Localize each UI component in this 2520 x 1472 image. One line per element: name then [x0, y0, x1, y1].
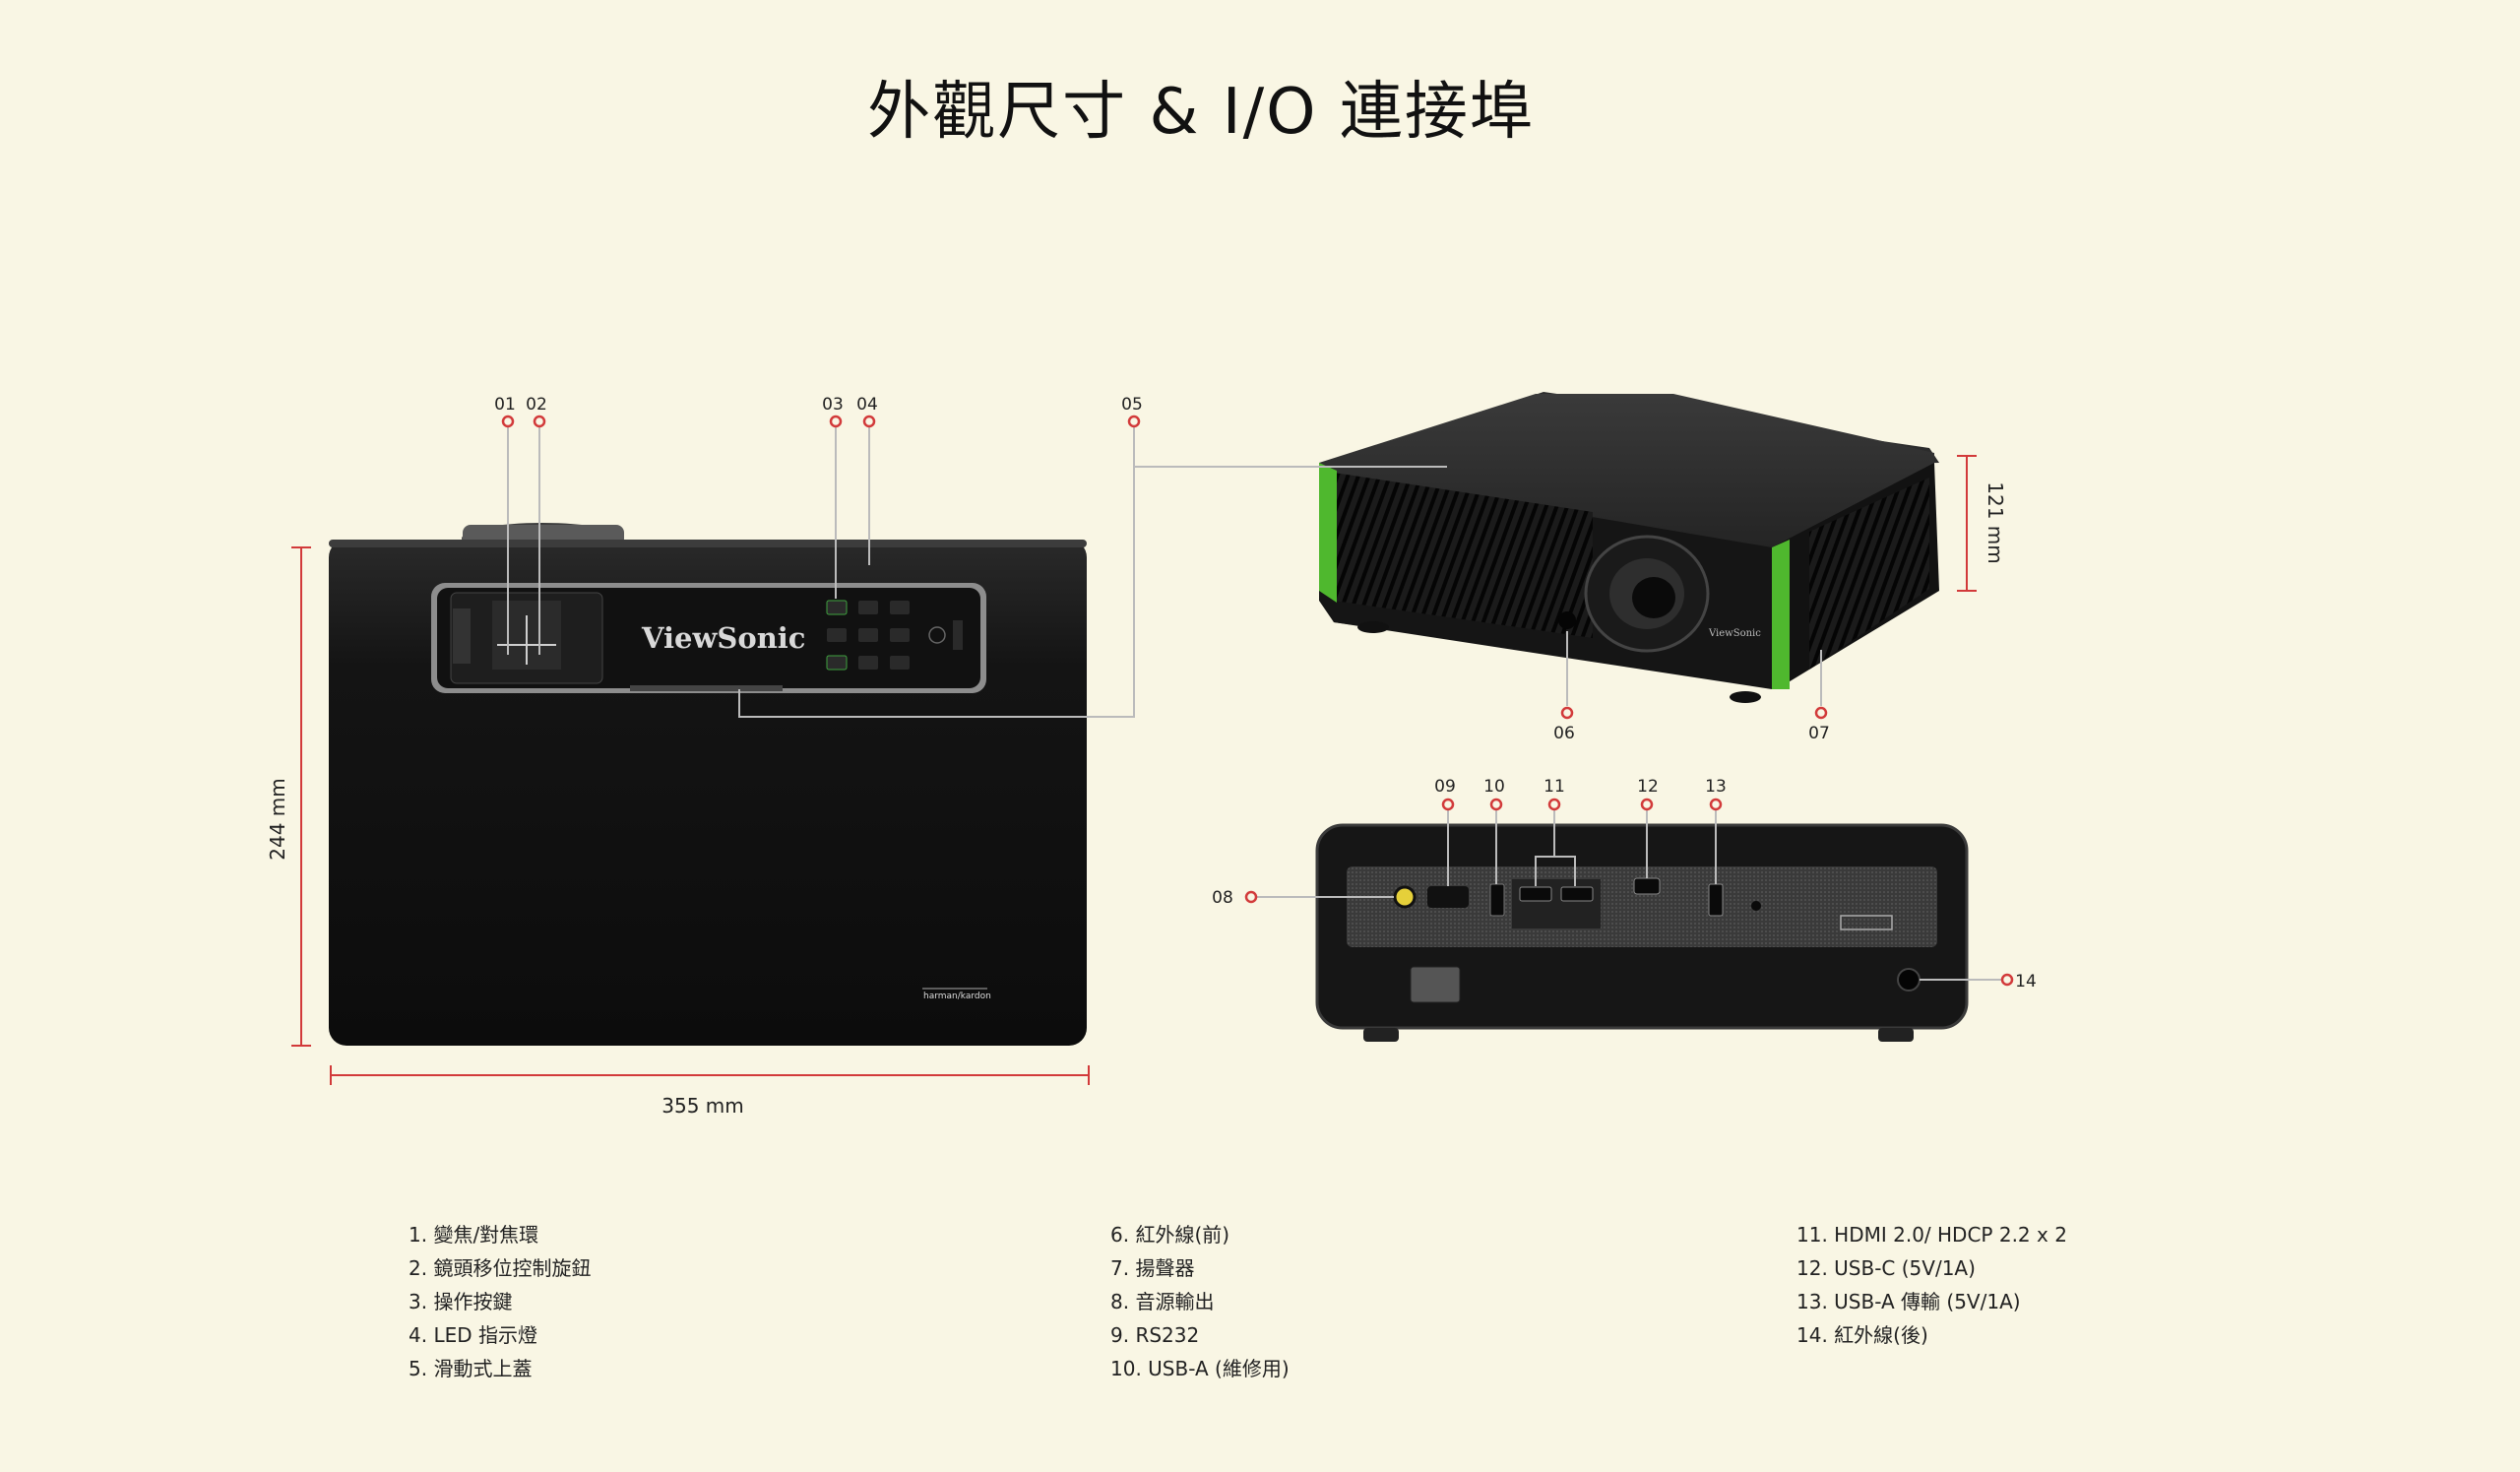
page-title: 外觀尺寸 & I/O 連接埠 — [867, 76, 1535, 149]
callout-13: 13 — [1705, 777, 1727, 797]
legend-item: 11. HDMI 2.0/ HDCP 2.2 x 2 — [1796, 1223, 2067, 1247]
legend-item: 8. 音源輸出 — [1110, 1290, 1215, 1313]
callout-03: 03 — [822, 395, 844, 415]
audio-logo: harman/kardon — [923, 992, 991, 1001]
usb-a-transfer-port — [1708, 883, 1724, 917]
legend-item: 12. USB-C (5V/1A) — [1796, 1256, 1976, 1280]
callout-02: 02 — [526, 395, 547, 415]
callout-12: 12 — [1637, 777, 1659, 797]
legend-item: 6. 紅外線(前) — [1110, 1223, 1230, 1247]
callout-04: 04 — [856, 395, 878, 415]
legend-item: 1. 變焦/對焦環 — [409, 1223, 539, 1247]
width-label: 355 mm — [662, 1094, 744, 1118]
legend-item: 9. RS232 — [1110, 1323, 1200, 1347]
callout-14: 14 — [2015, 972, 2037, 992]
callouts — [507, 425, 2002, 981]
callout-06: 06 — [1553, 724, 1575, 743]
legend-item: 4. LED 指示燈 — [409, 1323, 537, 1347]
depth-dimension — [291, 546, 311, 1047]
legend-column-3: 11. HDMI 2.0/ HDCP 2.2 x 2 12. USB-C (5V… — [1796, 1218, 2067, 1352]
legend-item: 14. 紅外線(後) — [1796, 1323, 1928, 1347]
callout-05: 05 — [1121, 395, 1143, 415]
projector-perspective-view: ViewSonic — [1319, 392, 1939, 703]
usb-a-service-port — [1489, 883, 1505, 917]
callout-numbers: 01 02 03 04 05 06 07 08 09 10 11 12 13 1… — [494, 395, 2037, 992]
legend-column-2: 6. 紅外線(前) 7. 揚聲器 8. 音源輸出 9. RS232 10. US… — [1110, 1218, 1290, 1385]
legend-item: 7. 揚聲器 — [1110, 1256, 1195, 1280]
brand-logo: ViewSonic — [641, 621, 805, 655]
callout-09: 09 — [1434, 777, 1456, 797]
brand-logo-front: ViewSonic — [1708, 628, 1761, 639]
height-label: 121 mm — [1984, 481, 2007, 564]
legend-item: 2. 鏡頭移位控制旋鈕 — [409, 1256, 592, 1280]
callout-08: 08 — [1212, 888, 1233, 908]
projector-rear-view — [1315, 823, 1969, 1042]
callout-01: 01 — [494, 395, 516, 415]
height-dimension — [1957, 455, 1977, 592]
rs232-port — [1427, 886, 1469, 908]
hdmi-port-2 — [1560, 886, 1594, 902]
callout-11: 11 — [1544, 777, 1565, 797]
legend-item: 13. USB-A 傳輸 (5V/1A) — [1796, 1290, 2021, 1313]
callout-markers — [501, 415, 2014, 987]
power-socket — [1410, 966, 1461, 1003]
legend-item: 3. 操作按鍵 — [409, 1290, 513, 1313]
audio-out-port — [1393, 885, 1417, 909]
hdmi-port-1 — [1519, 886, 1552, 902]
depth-label: 244 mm — [266, 778, 289, 861]
callout-07: 07 — [1808, 724, 1830, 743]
legend-item: 10. USB-A (維修用) — [1110, 1357, 1290, 1380]
legend-column-1: 1. 變焦/對焦環 2. 鏡頭移位控制旋鈕 3. 操作按鍵 4. LED 指示燈… — [409, 1218, 591, 1385]
legend-item: 5. 滑動式上蓋 — [409, 1357, 533, 1380]
control-buttons — [826, 600, 963, 671]
width-dimension — [330, 1065, 1090, 1085]
usb-c-port — [1633, 877, 1661, 895]
callout-10: 10 — [1483, 777, 1505, 797]
projector-top-view: ViewSonic harman/kardon — [329, 523, 1087, 1046]
